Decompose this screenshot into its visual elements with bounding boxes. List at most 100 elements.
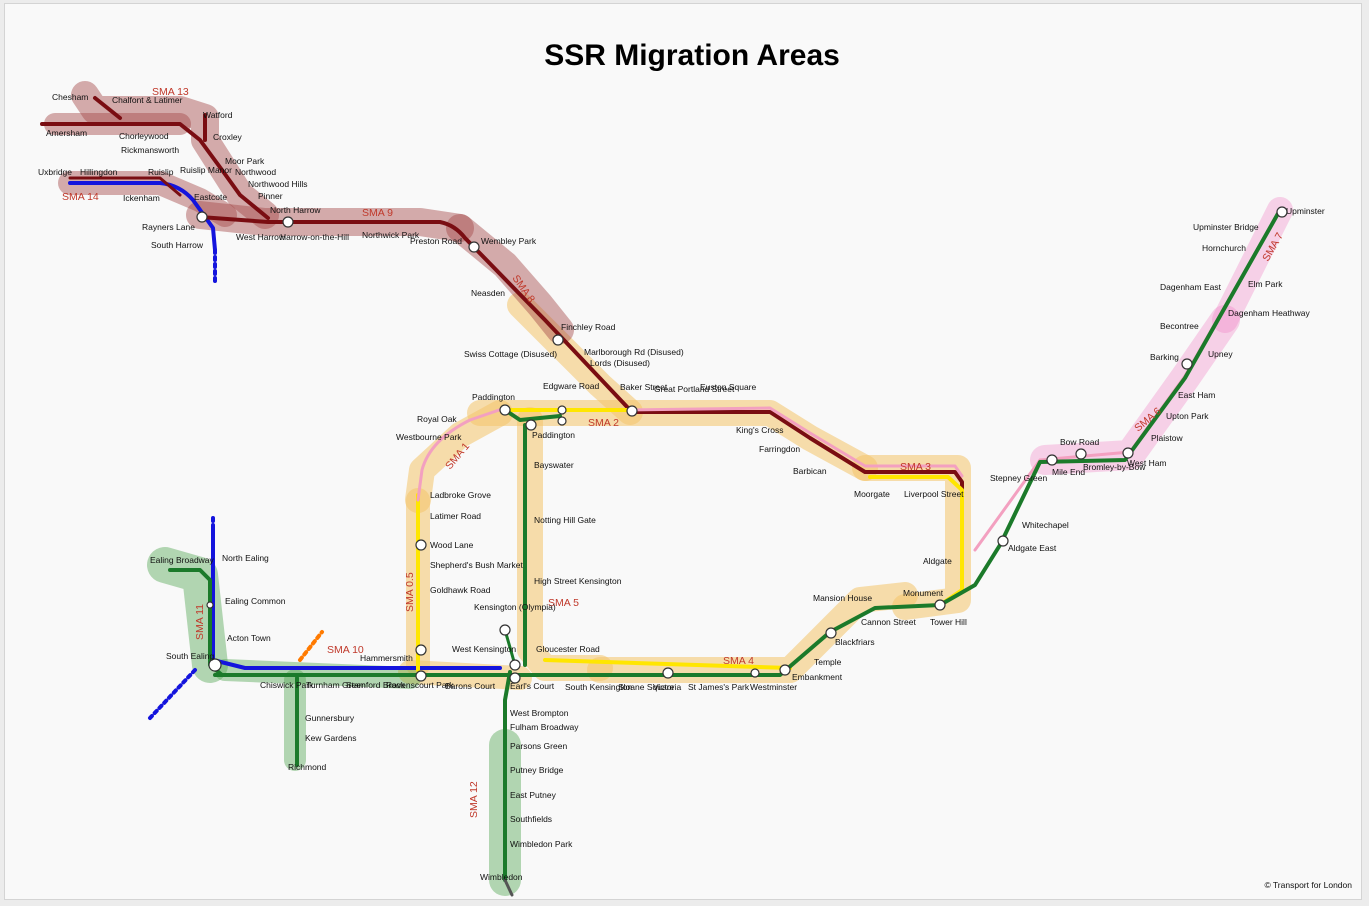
- station-ickenham: Ickenham: [123, 193, 160, 203]
- station-east-ham: East Ham: [1178, 390, 1215, 400]
- station-wimbledon: Wimbledon: [480, 872, 523, 882]
- interchange-mile-end: [1046, 454, 1058, 466]
- station-eastcote: Eastcote: [194, 192, 227, 202]
- interchange-wembley-park: [468, 241, 480, 253]
- interchange-earls-court-1: [509, 659, 521, 671]
- zone-label-sma-3: SMA 3: [900, 461, 931, 473]
- interchange-paddington-1: [499, 404, 511, 416]
- station-south-kensington: South Kensington: [565, 682, 632, 692]
- zone-label-sma-9: SMA 9: [362, 207, 393, 219]
- piccadilly-dash-3: [148, 668, 197, 720]
- zone-label-sma-12: SMA 12: [468, 781, 480, 818]
- interchange-ealing-common: [206, 601, 214, 609]
- station-royal-oak: Royal Oak: [417, 414, 457, 424]
- station-hornchurch: Hornchurch: [1202, 243, 1246, 253]
- station-mile-end: Mile End: [1052, 467, 1085, 477]
- station-ealing-common: Ealing Common: [225, 596, 286, 606]
- zone-label-sma-10: SMA 10: [327, 644, 364, 656]
- station-wimbledon-park: Wimbledon Park: [510, 839, 573, 849]
- district-line-mid: [213, 208, 1282, 677]
- station-upminster: Upminster: [1286, 206, 1325, 216]
- interchange-harrow: [282, 216, 294, 228]
- interchange-wood-lane: [415, 539, 427, 551]
- zone-label-sma-5: SMA 5: [548, 597, 579, 609]
- station-hammersmith: Hammersmith: [360, 653, 413, 663]
- interchange-westminster: [750, 668, 760, 678]
- wimbledon-spur: [503, 878, 514, 897]
- station-watford: Watford: [203, 110, 233, 120]
- hammersmith-city-line: [416, 406, 507, 502]
- interchange-hammersmith-2: [415, 670, 427, 682]
- station-rickmansworth: Rickmansworth: [121, 145, 179, 155]
- interchange-olympia: [499, 624, 511, 636]
- station-west-brompton: West Brompton: [510, 708, 569, 718]
- station-northwick-park: Northwick Park: [362, 230, 420, 240]
- district-line-wimbledon: [503, 670, 512, 882]
- station-kensington-olympia: Kensington (Olympia): [474, 602, 556, 612]
- map-title: SSR Migration Areas: [544, 39, 840, 72]
- station-richmond: Richmond: [288, 762, 327, 772]
- station-acton-town: Acton Town: [227, 633, 271, 643]
- station-ravenscourt-park: Ravenscourt Park: [386, 680, 454, 690]
- interchange-west-ham: [1122, 447, 1134, 459]
- station-westbourne-park: Westbourne Park: [396, 432, 462, 442]
- station-wembley-park: Wembley Park: [481, 236, 537, 246]
- station-euston-square: Euston Square: [700, 382, 757, 392]
- station-chiswick-park: Chiswick Park: [260, 680, 314, 690]
- station-plaistow: Plaistow: [1151, 433, 1184, 443]
- station-great-portland-street: Great Portland Street: [654, 384, 735, 394]
- station-west-ham: West Ham: [1127, 458, 1167, 468]
- station-monument: Monument: [903, 588, 944, 598]
- station-moor-park: Moor Park: [225, 156, 265, 166]
- station-chalfont-latimer: Chalfont & Latimer: [112, 95, 183, 105]
- station-southfields: Southfields: [510, 814, 552, 824]
- station-north-harrow: North Harrow: [270, 205, 321, 215]
- station-chesham: Chesham: [52, 92, 88, 102]
- station-barons-court: Barons Court: [445, 681, 496, 691]
- station-paddington: Paddington: [472, 392, 515, 402]
- interchange-upminster: [1276, 206, 1288, 218]
- interchange-barking: [1181, 358, 1193, 370]
- station-gloucester-road: Gloucester Road: [536, 644, 600, 654]
- zone-sma-8-lower: [507, 292, 643, 425]
- station-upney: Upney: [1208, 349, 1233, 359]
- zone-sma-8: [446, 214, 574, 344]
- station-marlborough-rd: Marlborough Rd (Disused): [584, 347, 684, 357]
- interchange-tower-hill: [934, 599, 946, 611]
- circle-line-south: [543, 658, 792, 670]
- station-south-harrow: South Harrow: [151, 240, 204, 250]
- station-ladbroke-grove: Ladbroke Grove: [430, 490, 491, 500]
- metropolitan-line-chesham: [93, 96, 122, 120]
- metropolitan-line-uxbridge: [68, 176, 182, 197]
- station-bayswater: Bayswater: [534, 460, 574, 470]
- station-pinner: Pinner: [258, 191, 283, 201]
- station-stepney-green: Stepney Green: [990, 473, 1047, 483]
- station-south-ealing: South Ealing: [166, 651, 214, 661]
- tfl-credit: © Transport for London: [1264, 880, 1352, 890]
- station-paddington-2: Paddington: [532, 430, 575, 440]
- interchange-baker-street: [626, 405, 638, 417]
- station-edgware-road: Edgware Road: [543, 381, 600, 391]
- station-fulham-broadway: Fulham Broadway: [510, 722, 579, 732]
- station-kew-gardens: Kew Gardens: [305, 733, 357, 743]
- station-chorleywood: Chorleywood: [119, 131, 169, 141]
- station-temple: Temple: [814, 657, 842, 667]
- station-north-ealing: North Ealing: [222, 553, 269, 563]
- station-west-kensington: West Kensington: [452, 644, 516, 654]
- station-stamford-brook: Stamford Brook: [346, 680, 406, 690]
- district-line-edgware: [503, 408, 562, 422]
- station-dagenham-heathway: Dagenham Heathway: [1228, 308, 1310, 318]
- interchange-earls-court-2: [509, 672, 521, 684]
- hammersmith-city-line-east: [626, 406, 964, 478]
- map-frame: [4, 3, 1362, 900]
- zone-label-sma-2: SMA 2: [588, 417, 619, 429]
- zone-label-sma-11: SMA 11: [194, 604, 206, 640]
- station-blackfriars: Blackfriars: [835, 637, 875, 647]
- station-embankment: Embankment: [792, 672, 843, 682]
- station-high-street-kensington: High Street Kensington: [534, 576, 622, 586]
- station-moorgate: Moorgate: [854, 489, 890, 499]
- station-westminster: Westminster: [750, 682, 797, 692]
- station-amersham: Amersham: [46, 128, 87, 138]
- station-bromley-by-bow: Bromley-by-Bow: [1083, 462, 1146, 472]
